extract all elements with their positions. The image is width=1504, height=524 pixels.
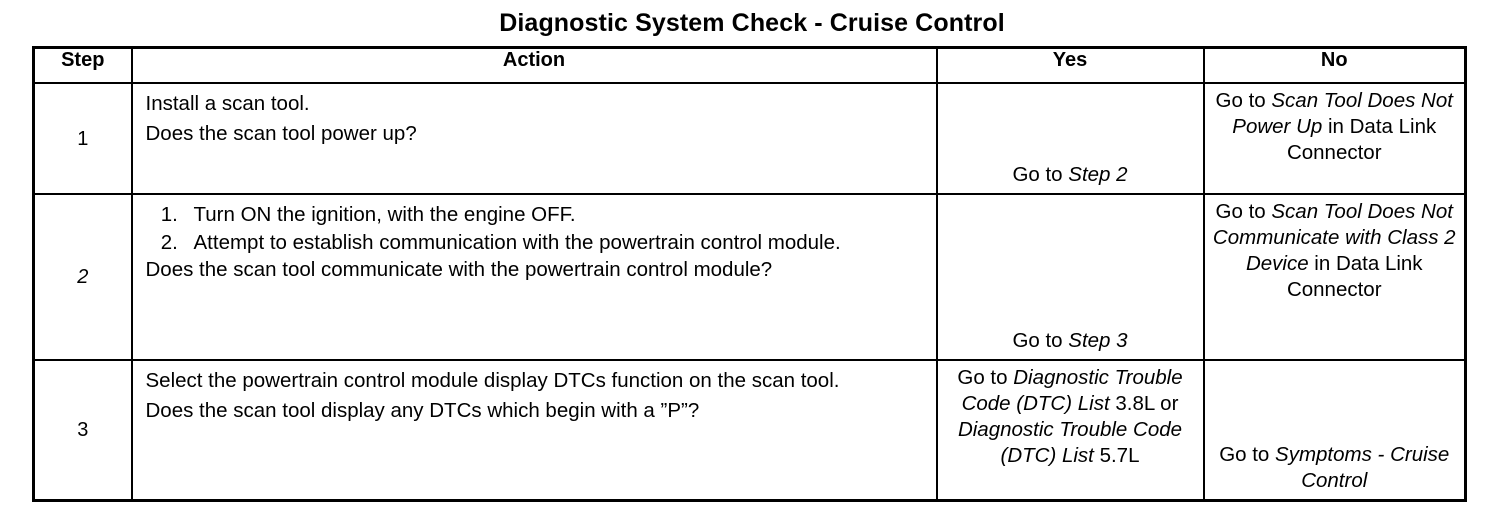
no-cell: Go to Scan Tool Does Not Power Up in Dat… bbox=[1202, 82, 1467, 195]
step-number: 2 bbox=[77, 266, 89, 288]
list-item: Attempt to establish communication with … bbox=[184, 229, 926, 256]
yes-cell: Go to Diagnostic Trouble Code (DTC) List… bbox=[935, 359, 1205, 502]
no-cell: Go to Scan Tool Does Not Communicate wit… bbox=[1202, 193, 1467, 361]
branch-reference: Diagnostic Trouble Code (DTC) List bbox=[961, 366, 1183, 415]
table-header: Step Action Yes No bbox=[32, 46, 1467, 84]
branch-prefix: Go to bbox=[1215, 89, 1272, 112]
branch-prefix: Go to bbox=[1012, 329, 1069, 352]
table-row: 2 Turn ON the ignition, with the engine … bbox=[32, 193, 1467, 361]
no-branch-text: Go to Scan Tool Does Not Communicate wit… bbox=[1205, 195, 1465, 308]
yes-branch-text: Go to Step 2 bbox=[938, 158, 1203, 193]
branch-prefix: Go to bbox=[1219, 443, 1276, 466]
action-question: Does the scan tool communicate with the … bbox=[145, 258, 773, 281]
branch-suffix: in Data Link Connector bbox=[1286, 252, 1423, 301]
yes-cell: Go to Step 3 bbox=[935, 193, 1205, 361]
branch-reference: Scan Tool Does Not Power Up bbox=[1232, 89, 1453, 138]
branch-prefix: Go to bbox=[1215, 200, 1272, 223]
action-text: Turn ON the ignition, with the engine OF… bbox=[133, 195, 936, 289]
no-cell: Go to Symptoms - Cruise Control bbox=[1202, 359, 1467, 502]
action-cell: Select the powertrain control module dis… bbox=[130, 359, 938, 502]
action-cell: Install a scan tool. Does the scan tool … bbox=[130, 82, 938, 195]
branch-suffix: in Data Link Connector bbox=[1286, 115, 1437, 164]
action-line: Select the powertrain control module dis… bbox=[145, 369, 840, 392]
step-number: 3 bbox=[77, 419, 89, 441]
step-cell: 1 bbox=[32, 82, 133, 195]
branch-reference-secondary: Diagnostic Trouble Code (DTC) List bbox=[957, 418, 1183, 467]
table-body: 1 Install a scan tool. Does the scan too… bbox=[32, 82, 1467, 502]
branch-reference: Symptoms - Cruise Control bbox=[1275, 443, 1450, 492]
branch-reference: Step 3 bbox=[1068, 329, 1128, 352]
diagnostic-table-container: Step Action Yes No 1 bbox=[32, 46, 1467, 502]
action-text: Install a scan tool. Does the scan tool … bbox=[133, 84, 936, 153]
page-title: Diagnostic System Check - Cruise Control bbox=[499, 9, 1005, 37]
branch-middle: 3.8L or bbox=[1109, 392, 1179, 415]
action-line: Does the scan tool display any DTCs whic… bbox=[145, 399, 700, 422]
column-header-no: No bbox=[1202, 46, 1467, 84]
branch-suffix: 5.7L bbox=[1093, 444, 1140, 467]
yes-branch-text: Go to Step 3 bbox=[938, 324, 1203, 359]
action-line: Does the scan tool power up? bbox=[145, 122, 417, 145]
no-branch-text: Go to Symptoms - Cruise Control bbox=[1205, 438, 1465, 499]
list-item: Turn ON the ignition, with the engine OF… bbox=[184, 201, 926, 228]
action-step-list: Turn ON the ignition, with the engine OF… bbox=[146, 201, 926, 256]
yes-cell: Go to Step 2 bbox=[935, 82, 1205, 195]
column-header-step: Step bbox=[32, 46, 133, 84]
table-row: 1 Install a scan tool. Does the scan too… bbox=[32, 82, 1467, 195]
table-row: 3 Select the powertrain control module d… bbox=[32, 359, 1467, 502]
action-text: Select the powertrain control module dis… bbox=[133, 361, 936, 430]
action-line: Install a scan tool. bbox=[145, 92, 310, 115]
branch-reference: Scan Tool Does Not Communicate with Clas… bbox=[1212, 200, 1456, 275]
yes-branch-text: Go to Diagnostic Trouble Code (DTC) List… bbox=[938, 361, 1203, 474]
step-cell: 3 bbox=[32, 359, 133, 502]
table-header-row: Step Action Yes No bbox=[32, 46, 1467, 84]
action-cell: Turn ON the ignition, with the engine OF… bbox=[130, 193, 938, 361]
column-header-yes: Yes bbox=[935, 46, 1205, 84]
branch-prefix: Go to bbox=[957, 366, 1014, 389]
diagnostic-table: Step Action Yes No 1 bbox=[32, 46, 1467, 502]
column-header-action: Action bbox=[130, 46, 938, 84]
no-branch-text: Go to Scan Tool Does Not Power Up in Dat… bbox=[1205, 84, 1465, 171]
step-cell: 2 bbox=[32, 193, 133, 361]
branch-prefix: Go to bbox=[1012, 163, 1069, 186]
branch-reference: Step 2 bbox=[1068, 163, 1128, 186]
step-number: 1 bbox=[77, 127, 89, 150]
